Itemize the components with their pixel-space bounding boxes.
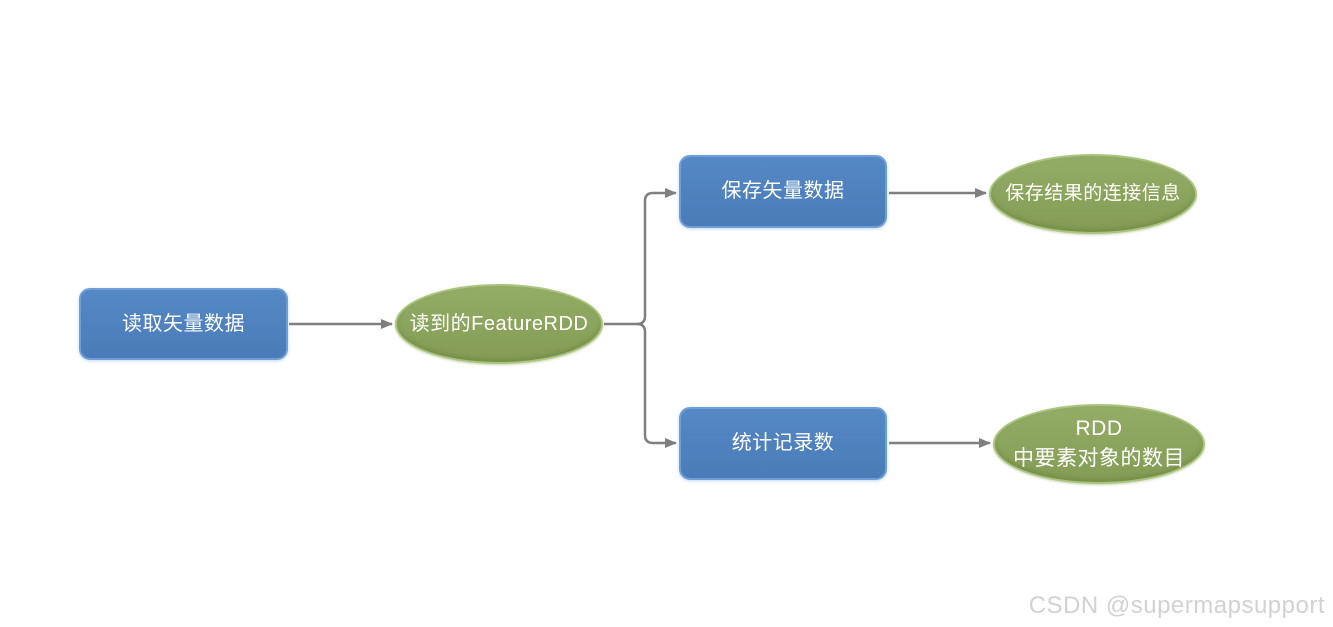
- watermark: CSDN @supermapsupport: [1028, 592, 1325, 619]
- node-count-records: 统计记录数: [679, 407, 887, 480]
- node-save-result-connection-info: 保存结果的连接信息: [989, 154, 1197, 234]
- node-label: RDD 中要素对象的数目: [1013, 416, 1185, 470]
- node-label: 统计记录数: [731, 432, 835, 454]
- node-rdd-feature-object-count: RDD 中要素对象的数目: [993, 404, 1205, 484]
- node-save-vector-data: 保存矢量数据: [679, 155, 887, 228]
- node-label: 读取矢量数据: [122, 312, 245, 335]
- edge-rdd-to-save: [636, 188, 677, 326]
- node-label: 读到的FeatureRDD: [409, 312, 589, 335]
- node-label: 保存矢量数据: [721, 180, 845, 202]
- node-read-vector-data: 读取矢量数据: [79, 288, 288, 360]
- node-feature-rdd: 读到的FeatureRDD: [395, 284, 603, 364]
- edge-rdd-to-count: [636, 322, 677, 448]
- node-label: 保存结果的连接信息: [1005, 183, 1181, 205]
